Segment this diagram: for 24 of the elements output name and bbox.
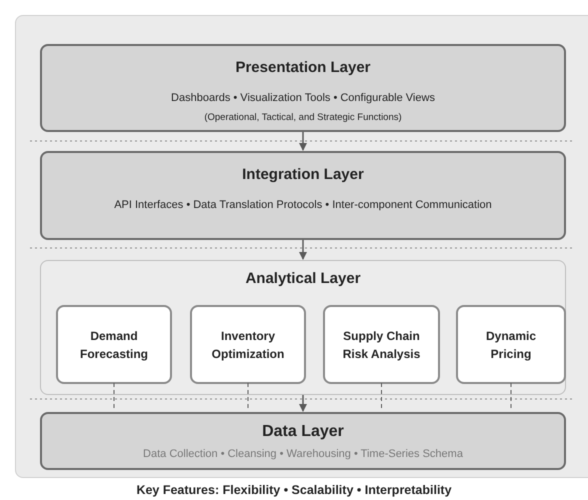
module-box	[190, 305, 306, 384]
arrow	[299, 132, 307, 151]
module-label: Demand Forecasting	[78, 328, 149, 362]
module-label: Inventory Optimization	[210, 328, 286, 362]
layer-box	[40, 412, 566, 470]
layer-description: Dashboards • Visualization Tools • Configurable Views	[171, 91, 435, 106]
module-label: Dynamic Pricing	[484, 328, 538, 362]
layer-title: Data Layer	[262, 422, 344, 442]
layer-box	[40, 151, 566, 240]
layer-title: Integration Layer	[242, 165, 364, 185]
layer-title: Analytical Layer	[245, 269, 361, 289]
module-box	[323, 305, 440, 384]
layer-box	[40, 44, 566, 132]
module-box	[456, 305, 566, 384]
caption: Key Features: Flexibility • Scalability • Interpretability	[135, 482, 453, 499]
arrow	[299, 395, 307, 412]
layer-description: Data Collection • Cleansing • Warehousing • Time-Series Schema	[143, 447, 463, 462]
layer-title: Presentation Layer	[235, 58, 371, 78]
layer-description: API Interfaces • Data Translation Protocols • Inter-component Communication	[114, 198, 492, 213]
layer-box	[40, 260, 566, 395]
layer-note: (Operational, Tactical, and Strategic Functions)	[204, 110, 402, 124]
module-box	[56, 305, 172, 384]
module-label: Supply Chain Risk Analysis	[342, 328, 422, 362]
arrow	[299, 240, 307, 260]
